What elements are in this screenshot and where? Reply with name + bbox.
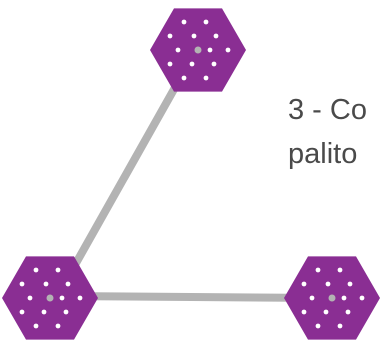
hexagon-hole (207, 47, 213, 53)
hexagon-bottom-left (2, 256, 98, 340)
hexagon-hole (63, 309, 69, 315)
hexagon-hole (301, 281, 307, 287)
hexagon-hole (323, 309, 329, 315)
hexagon-hole (211, 61, 217, 67)
hexagon-hole (191, 33, 197, 39)
hexagon-hole (181, 19, 187, 25)
hexagon-hole (315, 323, 321, 329)
hexagon-hole (189, 61, 195, 67)
stick-top-to-bottom-left (58, 64, 190, 292)
sticks-layer (54, 64, 330, 302)
caption-line-1: 3 - Co (288, 94, 367, 126)
stick-joint (194, 46, 202, 54)
hexagon-hole (341, 295, 347, 301)
hexagon-hole (27, 295, 33, 301)
hexagon-hole (203, 75, 209, 81)
hexagon-hole (337, 267, 343, 273)
hexagon-hole (301, 309, 307, 315)
stick-joint (46, 294, 54, 302)
stick-joint (328, 294, 336, 302)
hexagon-hole (55, 323, 61, 329)
hexagon-bottom-right (284, 256, 380, 340)
hexagon-hole (325, 281, 331, 287)
hexagon-hole (19, 281, 25, 287)
hexagon-hole (225, 47, 231, 53)
hexagon-hole (181, 75, 187, 81)
hexagon-hole (33, 323, 39, 329)
hexagon-top (150, 8, 246, 92)
hexagon-hole (309, 295, 315, 301)
hexagon-hole (347, 281, 353, 287)
stick-bottom-left-to-bottom-right (54, 292, 330, 302)
hexagon-hole (345, 309, 351, 315)
hexagon-hole (55, 267, 61, 273)
hexagon-hole (43, 281, 49, 287)
hexagon-hole (65, 281, 71, 287)
nodes-layer (2, 8, 380, 340)
hexagon-hole (175, 47, 181, 53)
hexagon-hole (41, 309, 47, 315)
hexagon-hole (19, 309, 25, 315)
hexagon-hole (59, 295, 65, 301)
hexagon-hole (337, 323, 343, 329)
caption-line-2: palito (288, 138, 358, 170)
hexagon-hole (167, 61, 173, 67)
hexagon-hole (33, 267, 39, 273)
hexagon-hole (203, 19, 209, 25)
hexagon-hole (213, 33, 219, 39)
hexagon-hole (77, 295, 83, 301)
hexagon-hole (167, 33, 173, 39)
hexagon-hole (315, 267, 321, 273)
hexagon-hole (359, 295, 365, 301)
